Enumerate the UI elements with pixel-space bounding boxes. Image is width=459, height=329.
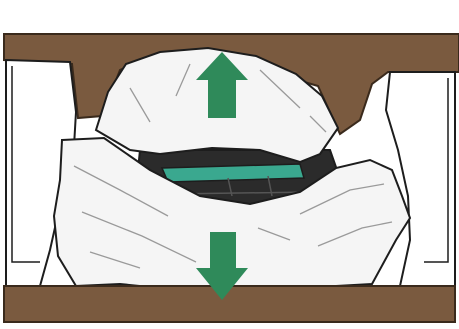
right-box-wall-inner-line — [424, 78, 449, 263]
arrow-down-icon — [196, 232, 248, 300]
right-box-wall — [384, 71, 456, 287]
bag-lower — [52, 136, 412, 291]
bag-lower-crease — [73, 165, 393, 269]
left-box-wall-inner-line — [11, 66, 40, 263]
bottom-cardboard-flap — [3, 285, 456, 323]
device-accent-strip — [160, 163, 305, 183]
bag-upper-crease — [129, 63, 327, 133]
arrow-up-icon — [196, 52, 248, 118]
